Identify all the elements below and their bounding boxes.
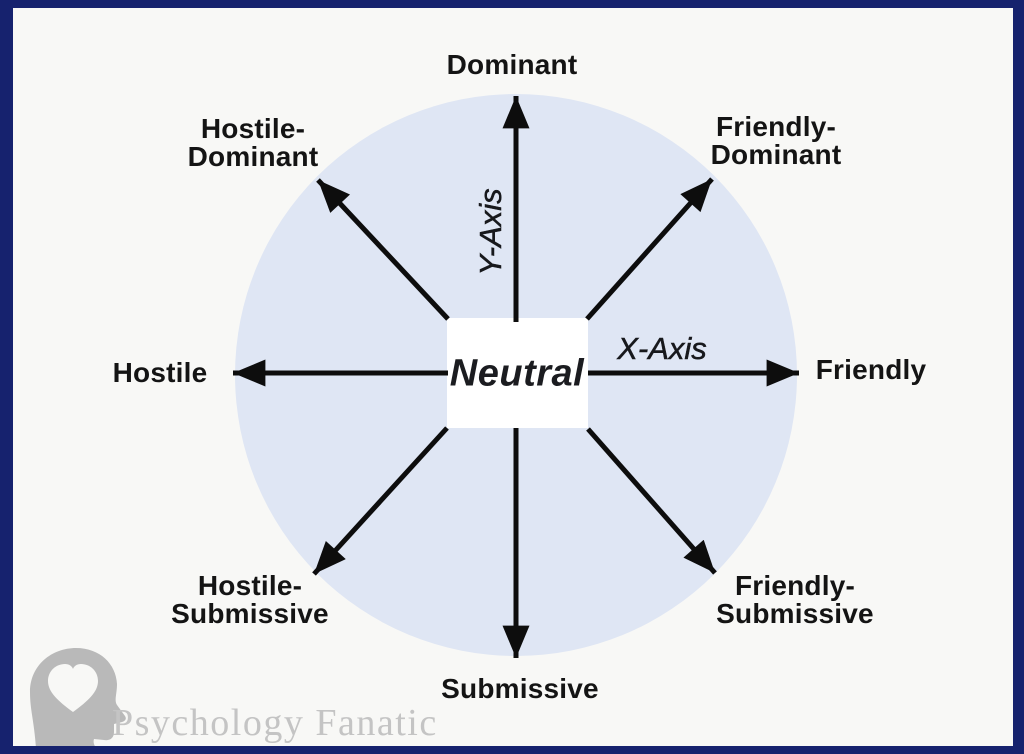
- label-friendly-submissive: Friendly- Submissive: [716, 572, 874, 628]
- frame-border-top: [0, 0, 1024, 8]
- arrow-northeast: [585, 177, 714, 321]
- arrow-southeast: [586, 427, 717, 575]
- label-line: Dominant: [710, 139, 842, 170]
- neutral-label: Neutral: [449, 352, 585, 395]
- head-with-heart-icon: [30, 648, 126, 748]
- x-axis-label: X-Axis: [617, 331, 707, 367]
- frame-border-left: [0, 0, 13, 754]
- label-line: Submissive: [171, 598, 329, 629]
- label-line: Dominant: [187, 141, 319, 172]
- neutral-center-box: [447, 318, 588, 428]
- frame-border-bottom: [0, 746, 1024, 754]
- label-hostile-dominant: Hostile- Dominant: [188, 115, 319, 171]
- label-line: Friendly-: [715, 111, 837, 142]
- frame-border-right: [1013, 0, 1024, 754]
- label-hostile-submissive: Hostile- Submissive: [171, 572, 329, 628]
- arrow-southwest: [312, 426, 449, 576]
- label-line: Friendly-: [734, 570, 856, 601]
- label-hostile: Hostile: [112, 357, 208, 388]
- watermark-brand-text: Psychology Fanatic: [112, 702, 438, 744]
- label-line: Hostile-: [200, 113, 306, 144]
- label-line: Submissive: [716, 598, 874, 629]
- label-friendly-dominant: Friendly- Dominant: [711, 113, 842, 169]
- y-axis-label: Y-Axis: [473, 188, 509, 276]
- label-dominant: Dominant: [446, 49, 578, 80]
- arrow-northwest: [316, 178, 450, 321]
- label-line: Hostile-: [197, 570, 303, 601]
- label-submissive: Submissive: [441, 673, 599, 704]
- axis-arrows: [232, 95, 799, 658]
- label-friendly: Friendly: [815, 354, 927, 385]
